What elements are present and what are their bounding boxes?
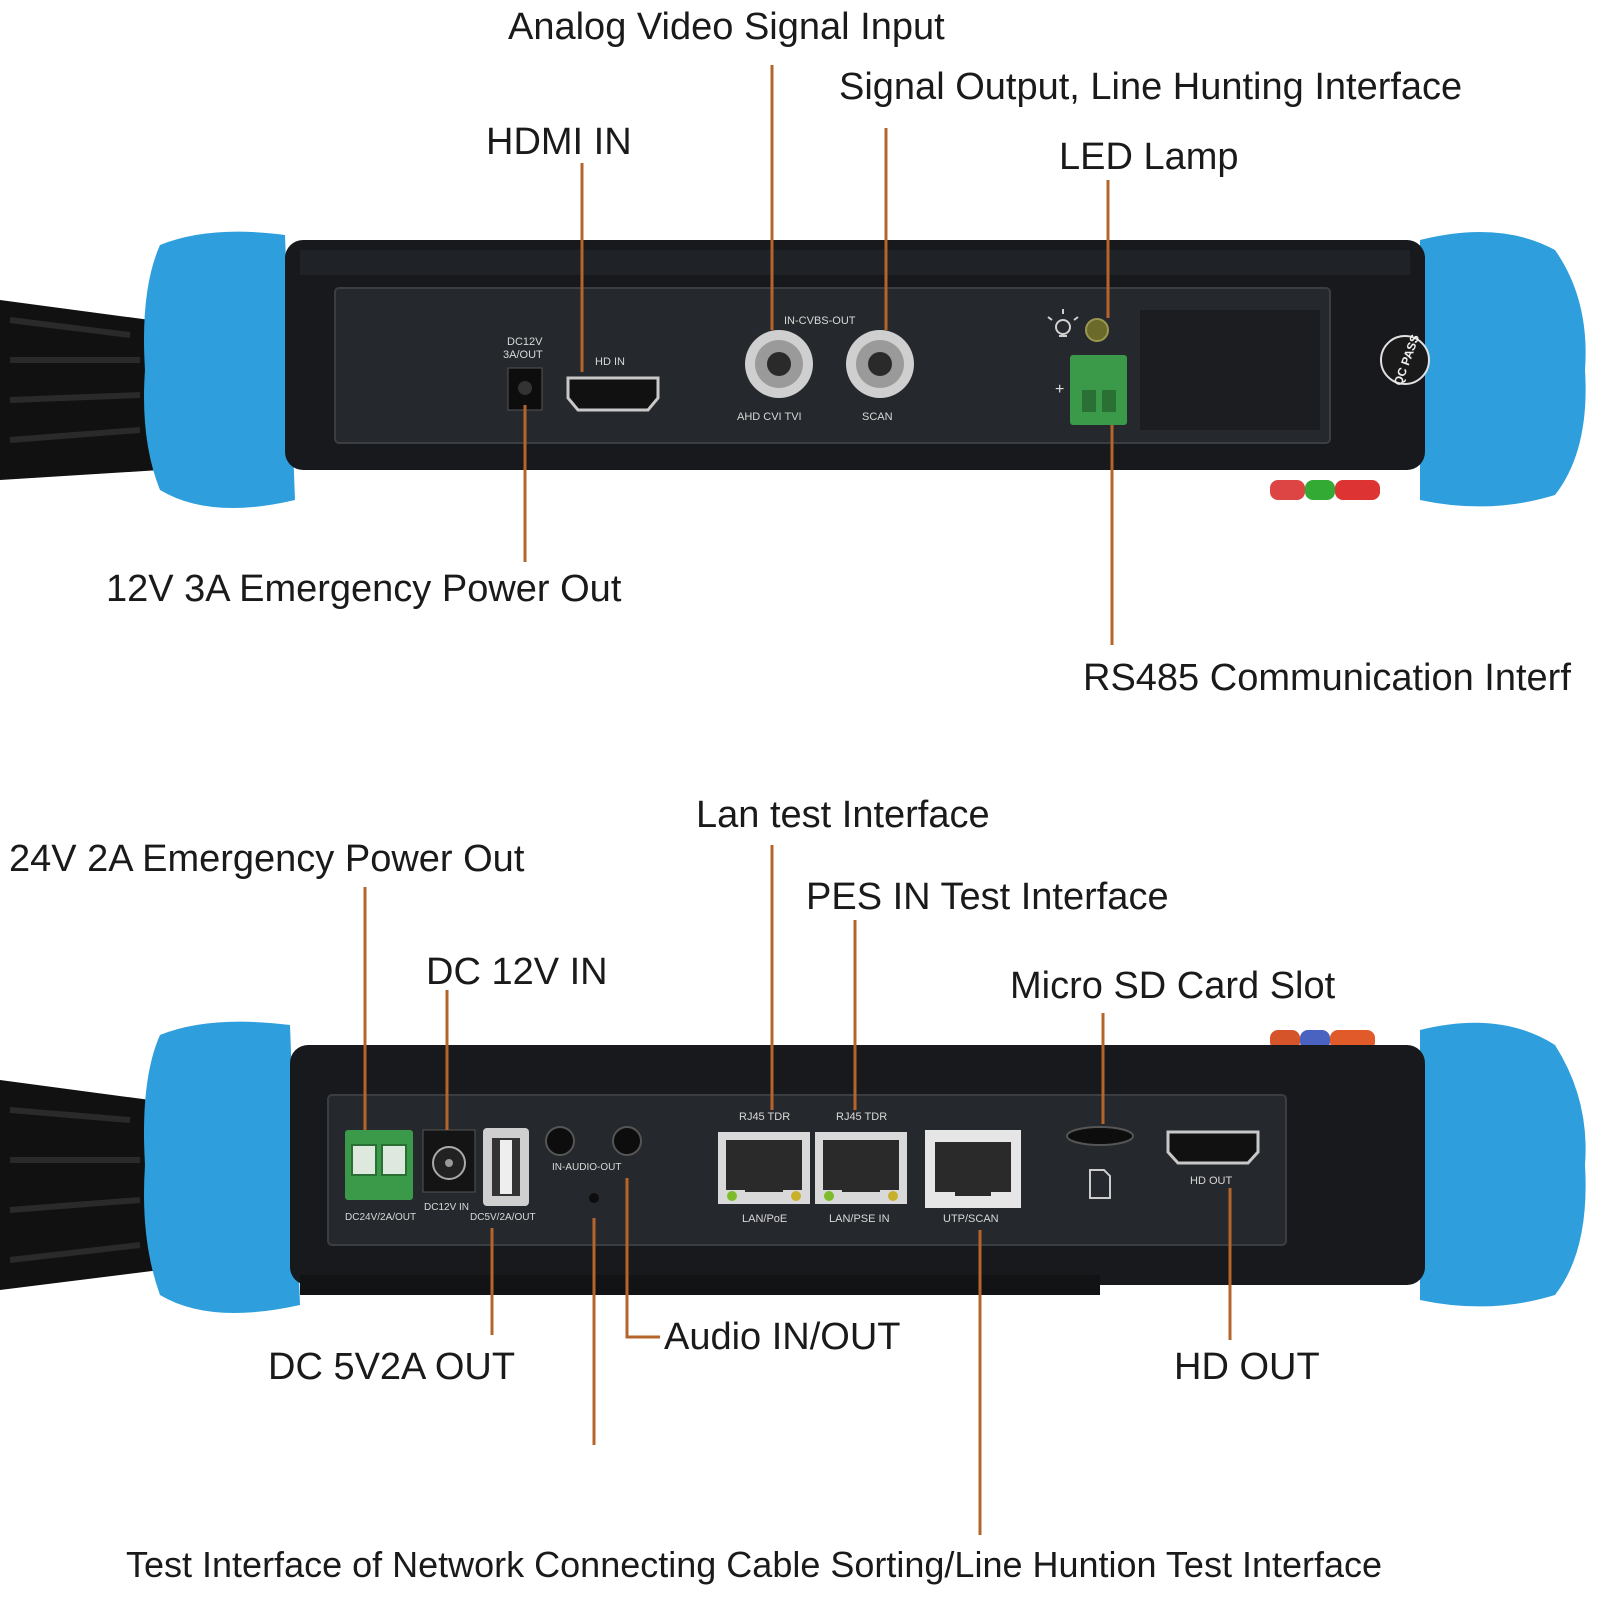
svg-text:+: + [1055, 381, 1064, 398]
right-bumper-top [1420, 232, 1586, 507]
top-leader-lines [523, 65, 1114, 645]
label-hdmi-in: HDMI IN [486, 121, 632, 163]
panel-label-lan-pse: LAN/PSE IN [829, 1213, 890, 1225]
rj45-utp-scan-port [925, 1130, 1021, 1208]
bulb-icon [1047, 309, 1079, 337]
rj45-lan-poe-port [718, 1132, 810, 1204]
hdmi-in-port [566, 376, 660, 412]
label-hd-out: HD OUT [1174, 1346, 1320, 1388]
carry-strap-bottom [0, 1080, 160, 1290]
label-pes-in: PES IN Test Interface [806, 876, 1169, 918]
rj45-lan-pse-port [815, 1132, 907, 1204]
label-12v-power-out: 12V 3A Emergency Power Out [106, 568, 622, 610]
micro-sd-slot [1066, 1126, 1134, 1146]
audio-in-jack [545, 1126, 575, 1156]
panel-label-ahd: AHD CVI TVI [737, 411, 802, 423]
label-analog-video-input: Analog Video Signal Input [508, 6, 945, 48]
panel-label-hd-in: HD IN [595, 356, 625, 368]
left-bumper-bottom [144, 1021, 300, 1313]
sd-card-icon [1089, 1169, 1111, 1199]
right-bumper-bottom [1420, 1022, 1586, 1307]
label-micro-sd: Micro SD Card Slot [1010, 965, 1336, 1007]
panel-label-scan: SCAN [862, 411, 893, 423]
panel-label-lan-poe: LAN/PoE [742, 1213, 788, 1225]
panel-label-dc12v-in: DC12V IN [424, 1202, 470, 1213]
label-network-test: Test Interface of Network Connecting Cab… [126, 1544, 1383, 1585]
panel-label-dc12v: DC12V [507, 336, 543, 348]
bottom-leader-lines [363, 845, 1232, 1535]
label-audio-in-out: Audio IN/OUT [664, 1316, 901, 1358]
panel-label-dc5v: DC5V/2A/OUT [470, 1212, 536, 1223]
audio-out-jack [612, 1126, 642, 1156]
label-24v-power-out: 24V 2A Emergency Power Out [9, 838, 525, 880]
bnc-in-connector [745, 330, 813, 398]
label-lan-test: Lan test Interface [696, 794, 990, 836]
leader-audio [625, 1178, 660, 1339]
rs485-terminal [1070, 355, 1127, 425]
left-bumper-top [144, 231, 295, 508]
bnc-out-connector [846, 330, 914, 398]
label-signal-output: Signal Output, Line Hunting Interface [839, 66, 1463, 108]
label-led-lamp: LED Lamp [1059, 136, 1239, 178]
panel-label-audio: IN-AUDIO-OUT [552, 1162, 622, 1173]
label-dc-12v-in: DC 12V IN [426, 951, 608, 993]
label-dc-5v-out: DC 5V2A OUT [268, 1346, 516, 1388]
qc-pass-sticker [1380, 335, 1430, 385]
panel-label-cvbs: IN-CVBS-OUT [784, 315, 856, 327]
panel-label-utp: UTP/SCAN [943, 1213, 999, 1225]
top-device-view: + [0, 65, 1586, 645]
label-rs485: RS485 Communication Interf [1083, 657, 1571, 699]
hdmi-out-port [1166, 1130, 1260, 1165]
panel-label-dc12v-sub: 3A/OUT [503, 349, 543, 361]
panel-label-rj45-1: RJ45 TDR [739, 1111, 791, 1123]
led-lamp [1085, 318, 1109, 342]
panel-label-dc24v: DC24V/2A/OUT [345, 1212, 417, 1223]
panel-label-hd-out: HD OUT [1190, 1175, 1233, 1187]
panel-label-rj45-2: RJ45 TDR [836, 1111, 888, 1123]
bottom-device-view [0, 845, 1586, 1535]
microphone-hole [589, 1193, 599, 1203]
